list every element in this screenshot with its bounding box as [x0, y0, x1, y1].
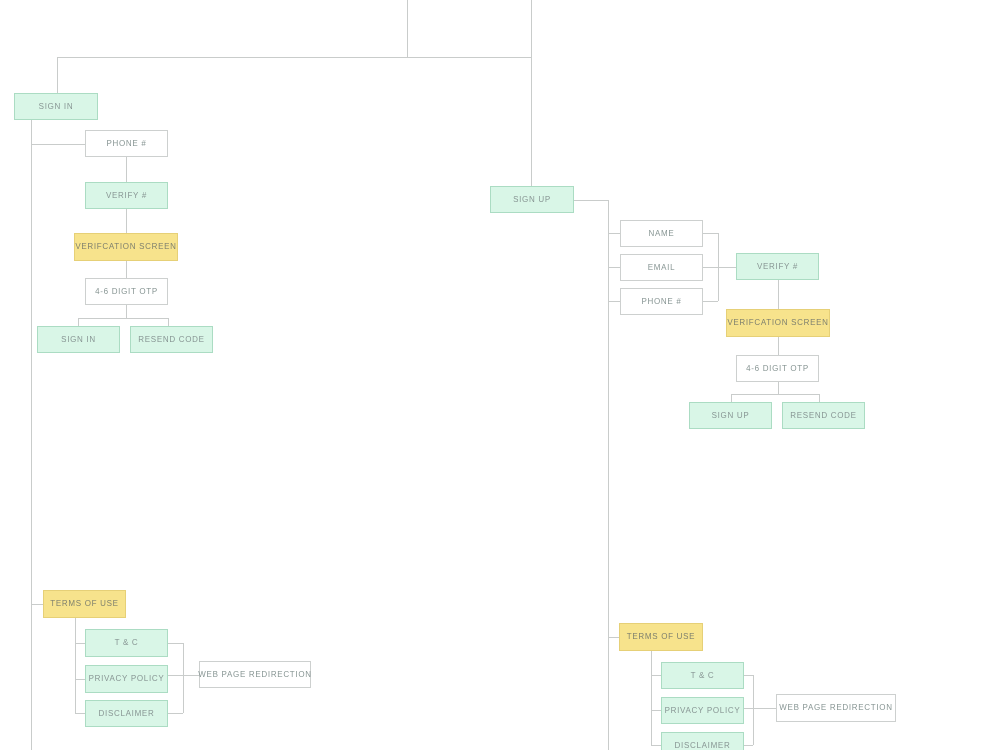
connector-line: [574, 200, 608, 201]
connector-line: [31, 120, 32, 750]
flow-node-name-field-right[interactable]: NAME: [620, 220, 703, 247]
flow-node-sign-up-cta-right[interactable]: SIGN UP: [689, 402, 772, 429]
connector-line: [75, 618, 76, 713]
connector-line: [407, 0, 408, 57]
flow-node-resend-code-left[interactable]: RESEND CODE: [130, 326, 213, 353]
flow-node-verify-number-left[interactable]: VERIFY #: [85, 182, 168, 209]
connector-line: [531, 0, 532, 186]
connector-line: [168, 675, 199, 676]
connector-line: [608, 233, 620, 234]
connector-line: [819, 394, 820, 402]
flow-node-verification-screen-left[interactable]: VERIFCATION SCREEN: [74, 233, 178, 261]
flow-node-sign-in-cta-left[interactable]: SIGN IN: [37, 326, 120, 353]
connector-line: [778, 280, 779, 309]
connector-line: [753, 675, 754, 745]
connector-line: [57, 57, 58, 93]
connector-line: [608, 637, 619, 638]
flow-node-t-and-c-left[interactable]: T & C: [85, 629, 168, 657]
flow-node-otp-right[interactable]: 4-6 DIGIT OTP: [736, 355, 819, 382]
connector-line: [78, 318, 79, 326]
connector-line: [168, 643, 183, 644]
flow-node-t-and-c-right[interactable]: T & C: [661, 662, 744, 689]
flow-node-phone-number-left[interactable]: PHONE #: [85, 130, 168, 157]
connector-line: [731, 394, 819, 395]
flow-node-resend-code-right[interactable]: RESEND CODE: [782, 402, 865, 429]
connector-line: [608, 301, 620, 302]
flow-node-email-field-right[interactable]: EMAIL: [620, 254, 703, 281]
connector-line: [126, 209, 127, 233]
connector-line: [168, 713, 183, 714]
connector-line: [703, 301, 718, 302]
connector-line: [168, 318, 169, 326]
connector-line: [744, 745, 753, 746]
flow-node-sign-in-root-left[interactable]: SIGN IN: [14, 93, 98, 120]
connector-line: [57, 57, 532, 58]
connector-line: [608, 267, 620, 268]
flow-node-privacy-policy-left[interactable]: PRIVACY POLICY: [85, 665, 168, 693]
flow-node-disclaimer-left[interactable]: DISCLAIMER: [85, 700, 168, 727]
connector-line: [731, 394, 732, 402]
connector-line: [778, 382, 779, 394]
connector-line: [744, 675, 753, 676]
flow-node-verify-number-right[interactable]: VERIFY #: [736, 253, 819, 280]
flow-node-phone-number-right[interactable]: PHONE #: [620, 288, 703, 315]
flow-node-privacy-policy-right[interactable]: PRIVACY POLICY: [661, 697, 744, 724]
connector-line: [651, 651, 652, 745]
connector-line: [703, 233, 718, 234]
connector-line: [126, 157, 127, 182]
connector-line: [778, 337, 779, 355]
connector-line: [75, 713, 85, 714]
connector-line: [78, 318, 168, 319]
connector-line: [183, 643, 184, 713]
flow-node-terms-of-use-right[interactable]: TERMS OF USE: [619, 623, 703, 651]
connector-line: [651, 710, 661, 711]
flow-node-disclaimer-right[interactable]: DISCLAIMER: [661, 732, 744, 750]
flow-node-otp-left[interactable]: 4-6 DIGIT OTP: [85, 278, 168, 305]
connector-line: [744, 708, 776, 709]
connector-line: [31, 144, 85, 145]
connector-line: [75, 679, 85, 680]
flow-node-verification-screen-right[interactable]: VERIFCATION SCREEN: [726, 309, 830, 337]
connector-line: [651, 745, 661, 746]
connector-line: [126, 305, 127, 318]
connector-line: [75, 643, 85, 644]
connector-line: [651, 675, 661, 676]
flow-node-sign-up-root-right[interactable]: SIGN UP: [490, 186, 574, 213]
connector-line: [31, 604, 43, 605]
connector-line: [608, 200, 609, 750]
flow-node-web-page-redirection-left[interactable]: WEB PAGE REDIRECTION: [198, 661, 311, 688]
connector-line: [126, 261, 127, 278]
flow-node-terms-of-use-left[interactable]: TERMS OF USE: [43, 590, 126, 618]
connector-line: [703, 267, 736, 268]
flow-node-web-page-redirection-right[interactable]: WEB PAGE REDIRECTION: [776, 694, 896, 722]
